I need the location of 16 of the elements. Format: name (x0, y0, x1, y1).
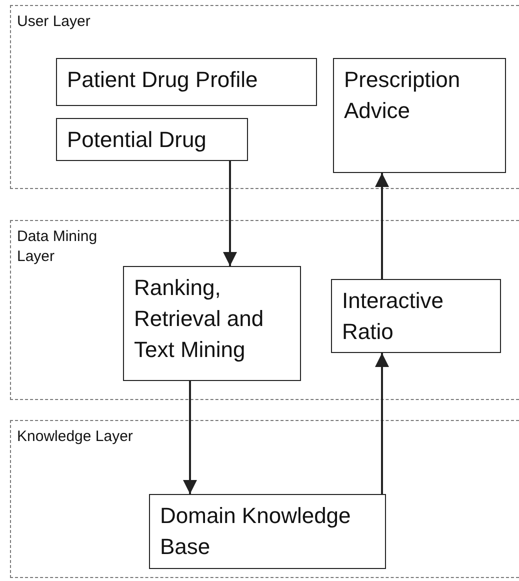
arrow (223, 161, 237, 266)
process-box: Prescription Advice (333, 58, 506, 173)
arrow (183, 381, 197, 494)
layer-heading: Data Mining Layer (17, 227, 98, 266)
layer-heading: Knowledge Layer (17, 427, 134, 446)
layer-band (10, 5, 519, 189)
layer-heading: User Layer (17, 12, 92, 32)
process-box: Ranking, Retrieval and Text Mining (123, 266, 301, 381)
layer-band (10, 420, 519, 578)
process-box: Potential Drug (56, 118, 248, 161)
layer-band (10, 220, 519, 400)
process-box: Patient Drug Profile (56, 58, 317, 106)
process-box: Interactive Ratio (331, 279, 501, 353)
arrow (375, 353, 389, 494)
process-box: Domain Knowledge Base (149, 494, 386, 569)
arrow (375, 173, 389, 279)
